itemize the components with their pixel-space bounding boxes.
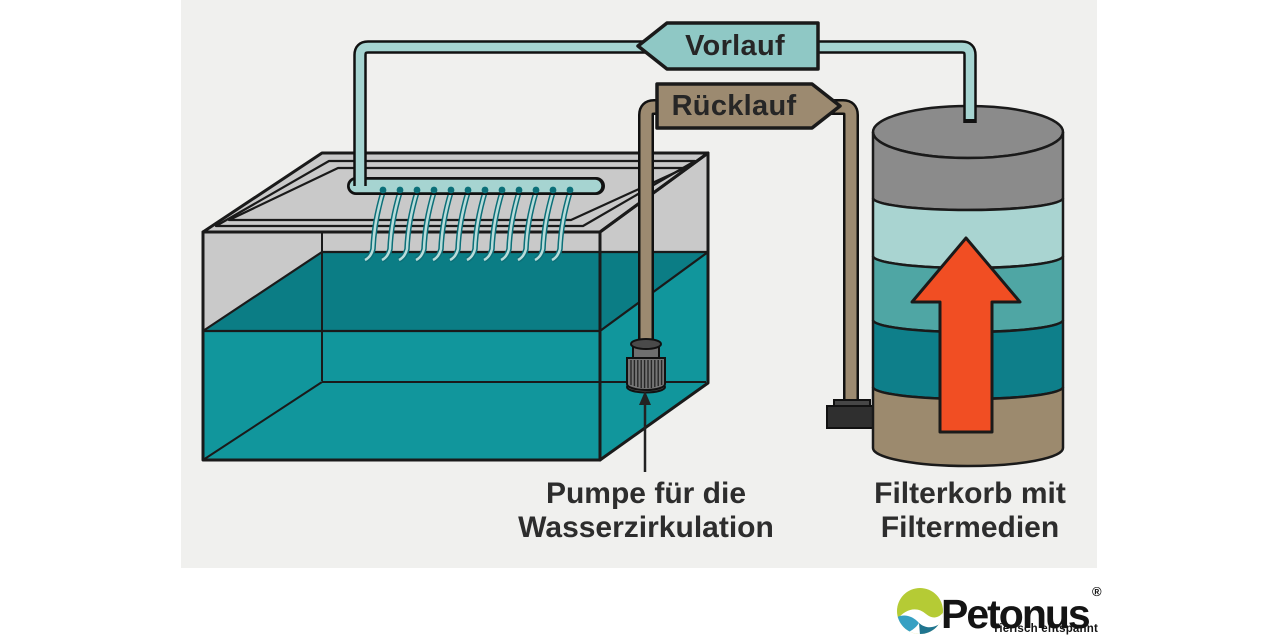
vorlauf-banner	[636, 21, 820, 71]
return-pipe-foot	[826, 399, 878, 429]
logo-brand-name: Petonus	[941, 591, 1091, 637]
spray-nozzles	[379, 186, 574, 194]
pump-top-flange	[630, 338, 662, 350]
tank-outlines	[201, 151, 710, 462]
water-front	[203, 331, 600, 460]
filter-caption-line1: Filterkorb mit	[874, 477, 1066, 510]
up-flow-arrow-icon	[910, 236, 1022, 434]
circulation-pump	[626, 338, 666, 394]
pump-caption-line2: Wasserzirkulation	[518, 511, 774, 544]
ruecklauf-banner-label: Rücklauf	[671, 89, 797, 122]
filter-canister	[871, 104, 1065, 468]
ruecklauf-banner	[655, 82, 842, 130]
pump-strainer-ribs	[630, 360, 663, 388]
pump-caption: Pumpe für die Wasserzirkulation	[518, 477, 774, 545]
logo-registered-mark: ®	[1092, 584, 1102, 599]
pump-caption-line1: Pumpe für die	[545, 477, 747, 510]
spray-bar	[347, 177, 605, 260]
aquarium-tank	[201, 151, 710, 462]
pump-pointer-arrow	[639, 391, 651, 472]
filter-caption: Filterkorb mit Filtermedien	[874, 477, 1066, 545]
logo-tagline: Tierisch entspannt	[992, 623, 1098, 635]
filter-caption-line2: Filtermedien	[880, 511, 1060, 544]
vorlauf-banner-label: Vorlauf	[685, 29, 785, 62]
pump-body	[626, 357, 666, 391]
logo-mark	[897, 588, 943, 634]
water-surface	[203, 252, 708, 331]
